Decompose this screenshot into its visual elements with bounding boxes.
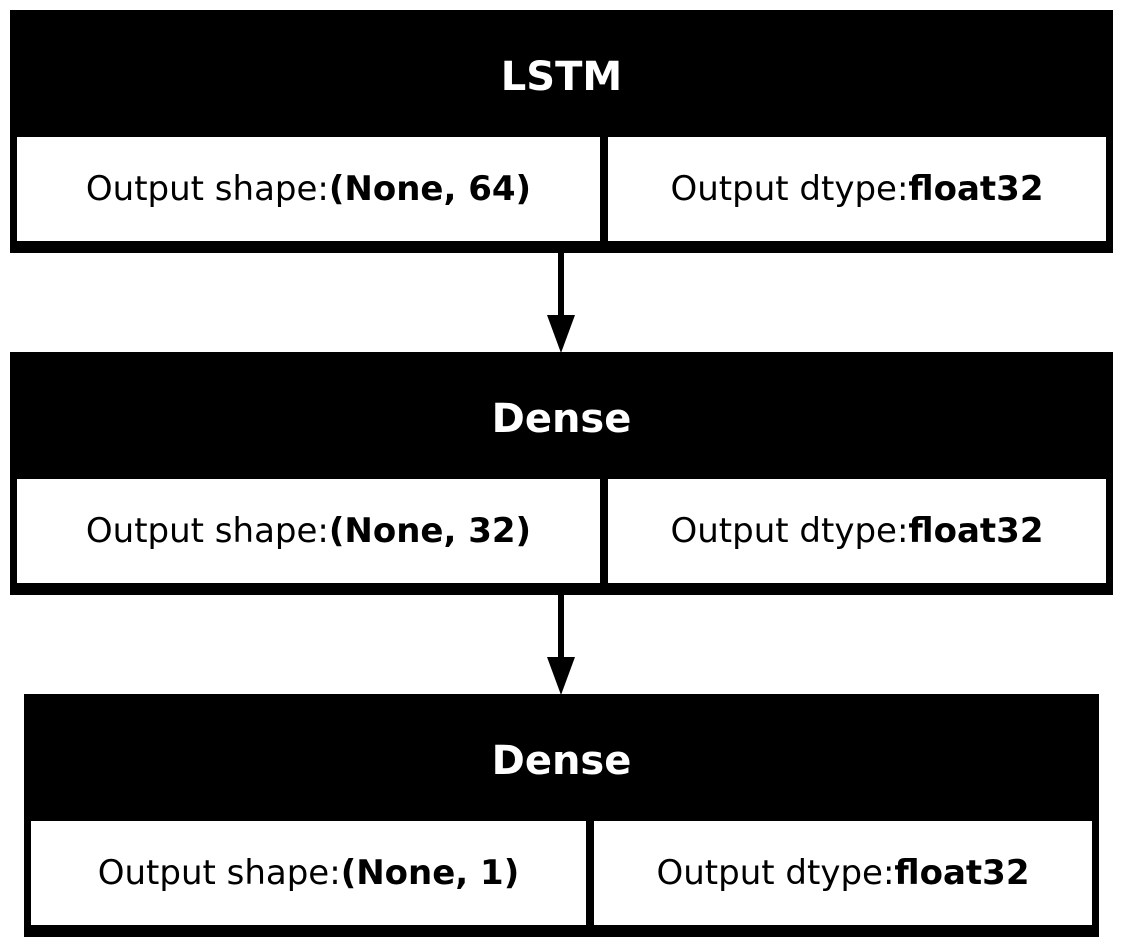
output-dtype-label: Output dtype: bbox=[656, 853, 895, 893]
output-shape-value: (None, 1) bbox=[340, 853, 520, 893]
output-dtype-label: Output dtype: bbox=[670, 511, 909, 551]
arrowhead-icon bbox=[547, 315, 575, 353]
output-dtype-value: float32 bbox=[908, 169, 1044, 209]
output-dtype-value: float32 bbox=[908, 511, 1044, 551]
layer-info-row: Output shape: (None, 1) Output dtype: fl… bbox=[31, 821, 1092, 925]
output-shape-value: (None, 64) bbox=[328, 169, 532, 209]
layer-info-row: Output shape: (None, 64) Output dtype: f… bbox=[17, 137, 1106, 241]
output-shape-label: Output shape: bbox=[85, 169, 329, 209]
output-shape-label: Output shape: bbox=[85, 511, 329, 551]
layer-title: Dense bbox=[491, 738, 632, 784]
output-shape-label: Output shape: bbox=[97, 853, 341, 893]
output-shape-cell: Output shape: (None, 64) bbox=[17, 137, 600, 241]
output-dtype-cell: Output dtype: float32 bbox=[608, 137, 1106, 241]
output-dtype-cell: Output dtype: float32 bbox=[594, 821, 1092, 925]
layer-node-dense-2: Dense Output shape: (None, 1) Output dty… bbox=[24, 694, 1099, 937]
layer-node-lstm: LSTM Output shape: (None, 64) Output dty… bbox=[10, 10, 1113, 253]
layer-info-row: Output shape: (None, 32) Output dtype: f… bbox=[17, 479, 1106, 583]
output-dtype-cell: Output dtype: float32 bbox=[608, 479, 1106, 583]
layer-title: LSTM bbox=[500, 54, 623, 100]
output-shape-cell: Output shape: (None, 32) bbox=[17, 479, 600, 583]
output-shape-value: (None, 32) bbox=[328, 511, 532, 551]
output-dtype-label: Output dtype: bbox=[670, 169, 909, 209]
output-shape-cell: Output shape: (None, 1) bbox=[31, 821, 586, 925]
layer-title: Dense bbox=[491, 396, 632, 442]
layer-node-dense-1: Dense Output shape: (None, 32) Output dt… bbox=[10, 352, 1113, 595]
arrowhead-icon bbox=[547, 657, 575, 695]
output-dtype-value: float32 bbox=[894, 853, 1030, 893]
